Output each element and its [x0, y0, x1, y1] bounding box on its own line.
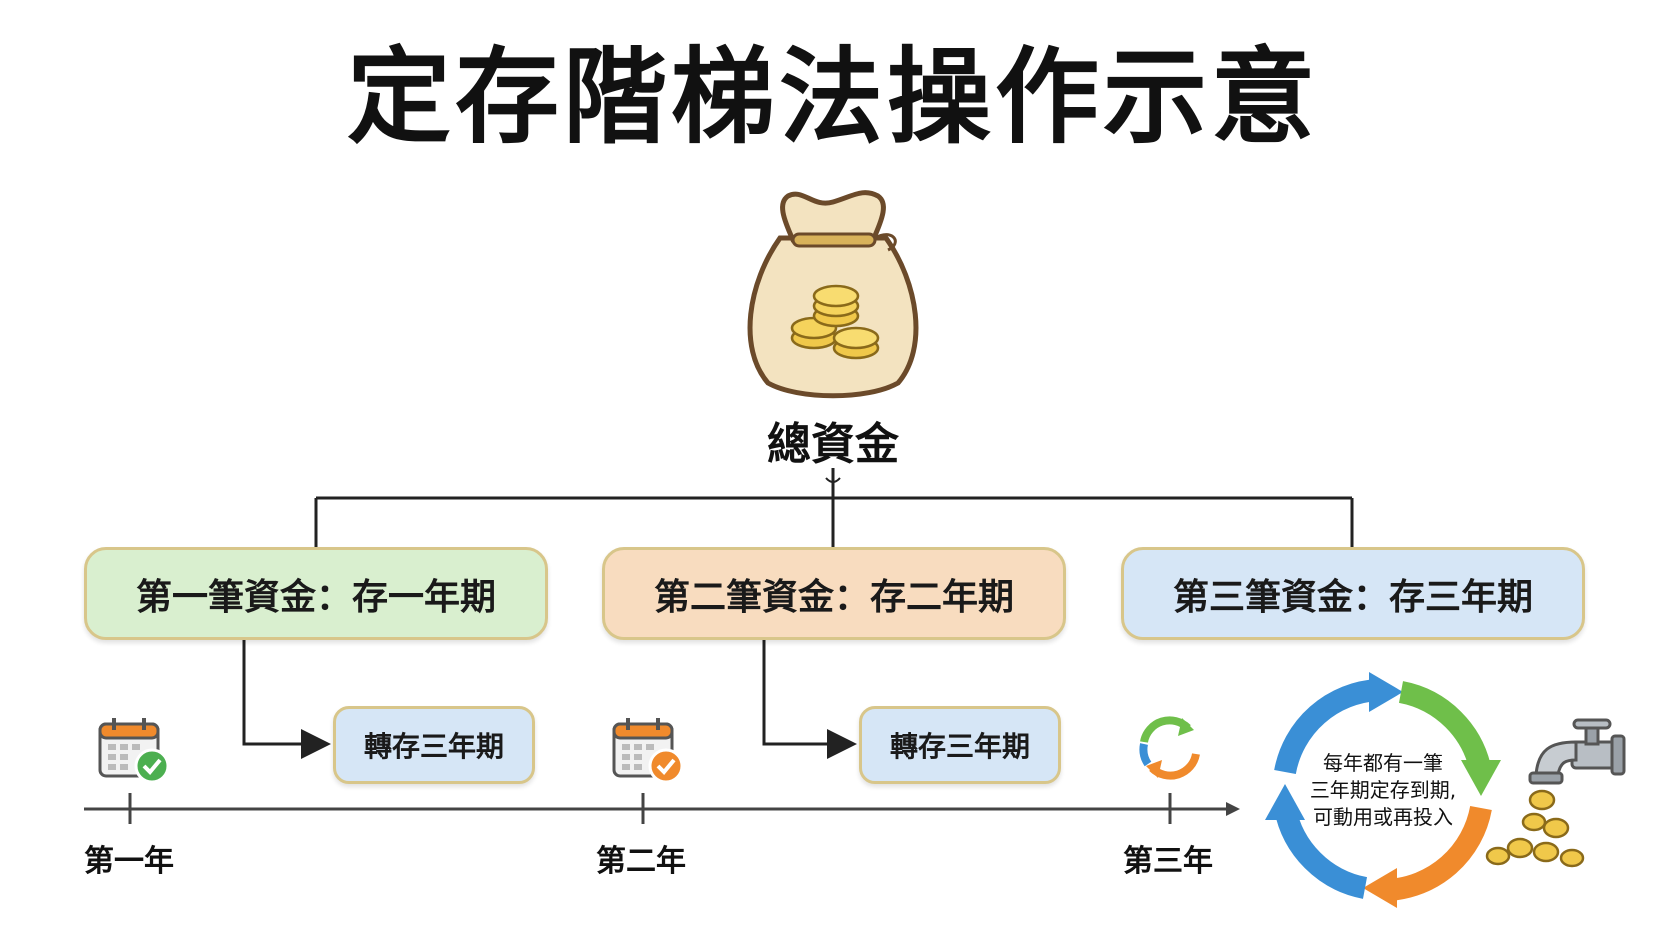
- cycle-arrows-icon: [1265, 672, 1501, 908]
- rollover-arrow-1: [242, 640, 331, 759]
- timeline-axis: [84, 793, 1240, 824]
- year-label-2: 第二年: [596, 844, 686, 879]
- diagram-title: 定存階梯法操作示意: [346, 36, 1319, 158]
- coins-icon: [1485, 789, 1585, 868]
- total-funds-label: 總資金: [767, 419, 899, 470]
- cycle-note-line-3: 可動用或再投入: [1313, 805, 1453, 829]
- faucet-icon: [1528, 718, 1626, 785]
- tranche-box-2: 第二筆資金：存二年期: [602, 547, 1066, 640]
- cycle-note: 每年都有一筆 三年期定存到期, 可動用或再投入: [1268, 750, 1498, 831]
- tranche-box-3: 第三筆資金：存三年期: [1121, 547, 1585, 640]
- cycle-note-line-1: 每年都有一筆: [1323, 751, 1443, 775]
- calendar-check-icon: [98, 718, 170, 784]
- year-label-1: 第一年: [84, 844, 174, 879]
- tree-connector: [314, 468, 1354, 547]
- money-bag-icon: [747, 190, 919, 399]
- refresh-icon: [1139, 716, 1200, 780]
- cycle-note-line-2: 三年期定存到期,: [1309, 778, 1457, 802]
- rollover-box-1: 轉存三年期: [333, 706, 535, 784]
- year-label-3: 第三年: [1123, 844, 1213, 879]
- rollover-arrow-2: [762, 640, 857, 759]
- tranche-box-1: 第一筆資金：存一年期: [84, 547, 548, 640]
- rollover-box-2: 轉存三年期: [859, 706, 1061, 784]
- calendar-check-icon: [612, 718, 684, 784]
